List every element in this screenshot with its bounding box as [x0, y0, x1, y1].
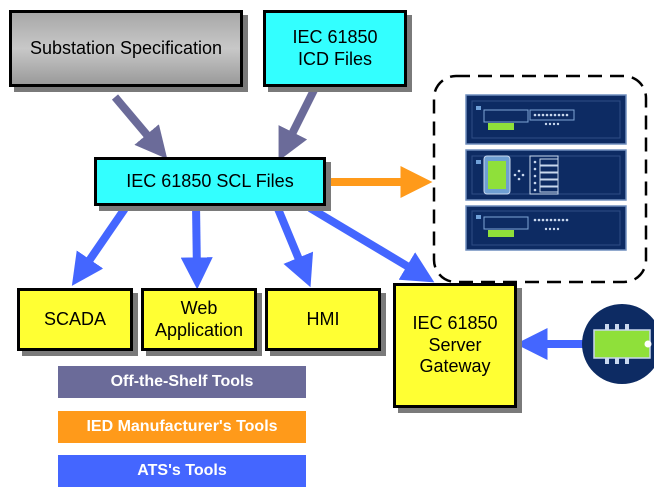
server-gateway-label-line1: IEC 61850 [412, 313, 498, 334]
web-application-node: Web Application [141, 288, 257, 351]
substation-specification-node: Substation Specification [9, 10, 243, 87]
server-gateway-label-line3: Gateway [419, 356, 491, 377]
legend-off-the-shelf-label: Off-the-Shelf Tools [110, 373, 254, 390]
arrow-scl-to-scada [71, 201, 132, 286]
arrow-scl-to-server [307, 204, 435, 283]
ied-device-top-icon [465, 94, 627, 145]
legend-ats: ATS's Tools [58, 455, 306, 487]
arrow-scl-to-hmi [272, 202, 314, 288]
hmi-label: HMI [306, 308, 340, 329]
scl-files-label: IEC 61850 SCL Files [126, 170, 294, 191]
scl-files-node: IEC 61850 SCL Files [94, 157, 326, 206]
legend-ats-label: ATS's Tools [137, 462, 227, 479]
scada-node: SCADA [17, 288, 133, 351]
ied-device-middle-icon [465, 149, 627, 201]
web-application-label-line1: Web [180, 297, 218, 318]
server-gateway-node: IEC 61850 Server Gateway [393, 283, 517, 408]
arrow-spec-to-scl [111, 94, 168, 160]
icd-files-label-line1: IEC 61850 [292, 26, 378, 47]
legend-ied-manufacturer: IED Manufacturer's Tools [58, 411, 306, 443]
arrow-icd-to-scl [278, 80, 322, 161]
icd-files-node: IEC 61850 ICD Files [263, 10, 407, 87]
connector-plug-icon [582, 304, 654, 384]
web-application-label-line2: Application [154, 319, 244, 340]
substation-specification-label: Substation Specification [29, 37, 223, 58]
ied-device-bottom-icon [465, 205, 627, 251]
scada-label: SCADA [43, 308, 106, 329]
legend-ied-manufacturer-label: IED Manufacturer's Tools [86, 418, 278, 435]
ied-group-border [432, 74, 648, 284]
legend-off-the-shelf: Off-the-Shelf Tools [58, 366, 306, 398]
server-gateway-label-line2: Server [428, 334, 482, 355]
icd-files-label-line2: ICD Files [297, 48, 372, 69]
arrow-scl-to-web [180, 203, 213, 290]
hmi-node: HMI [265, 288, 381, 351]
